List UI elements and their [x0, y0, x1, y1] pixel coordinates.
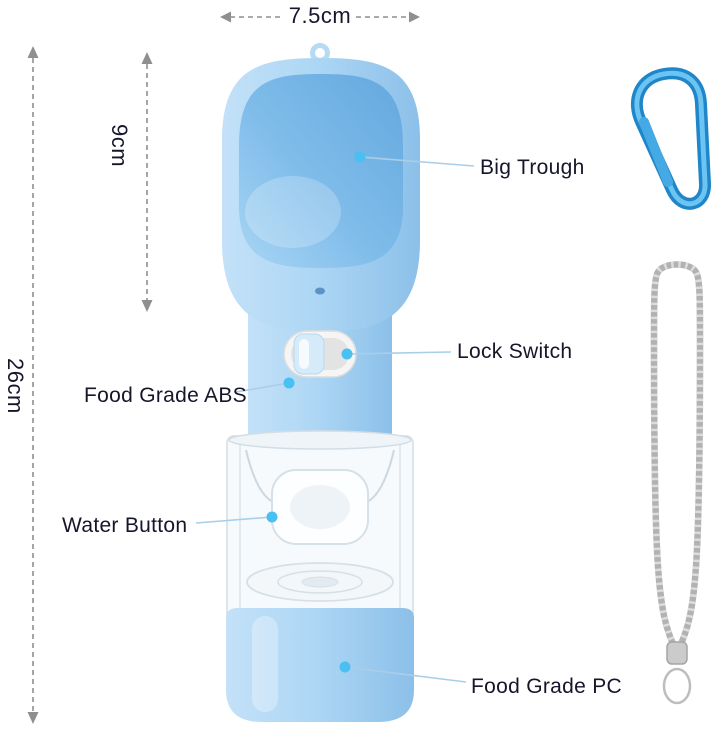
bowl-highlight: [245, 176, 341, 248]
outlet-hole: [315, 287, 325, 295]
trough-width-dimension: 7.5cm: [288, 3, 352, 28]
carabiner-gate: [639, 117, 673, 187]
clear-bottle: [226, 430, 414, 631]
trough-bowl: [239, 74, 403, 268]
dot-marker-icon: [354, 151, 366, 163]
lanyard-clasp: [666, 641, 688, 665]
rope-lanyard-icon: [650, 261, 704, 705]
dot-marker-icon: [341, 348, 353, 360]
callout-food-grade-pc: Food Grade PC: [471, 675, 622, 698]
callout-big-trough: Big Trough: [480, 156, 585, 179]
dot-marker-icon: [283, 377, 295, 389]
callout-connectors: [195, 156, 475, 683]
callout-water-button: Water Button: [62, 514, 188, 537]
callout-food-grade-abs: Food Grade ABS: [84, 384, 247, 407]
callout-lock-switch: Lock Switch: [457, 340, 573, 363]
overall-height-dimension: 26cm: [3, 358, 28, 414]
base-highlight: [252, 616, 278, 712]
trough-depth-dimension: 9cm: [107, 124, 132, 168]
water-bottle: [222, 43, 420, 722]
bottle-base: [226, 608, 414, 722]
callout-dots: [266, 151, 366, 673]
lock-switch: [283, 330, 357, 378]
lanyard-cord-loop: [662, 667, 692, 705]
carabiner-clip-icon: [631, 67, 711, 210]
dot-marker-icon: [266, 511, 278, 523]
dot-marker-icon: [339, 661, 351, 673]
dimension-lines: [27, 11, 420, 724]
